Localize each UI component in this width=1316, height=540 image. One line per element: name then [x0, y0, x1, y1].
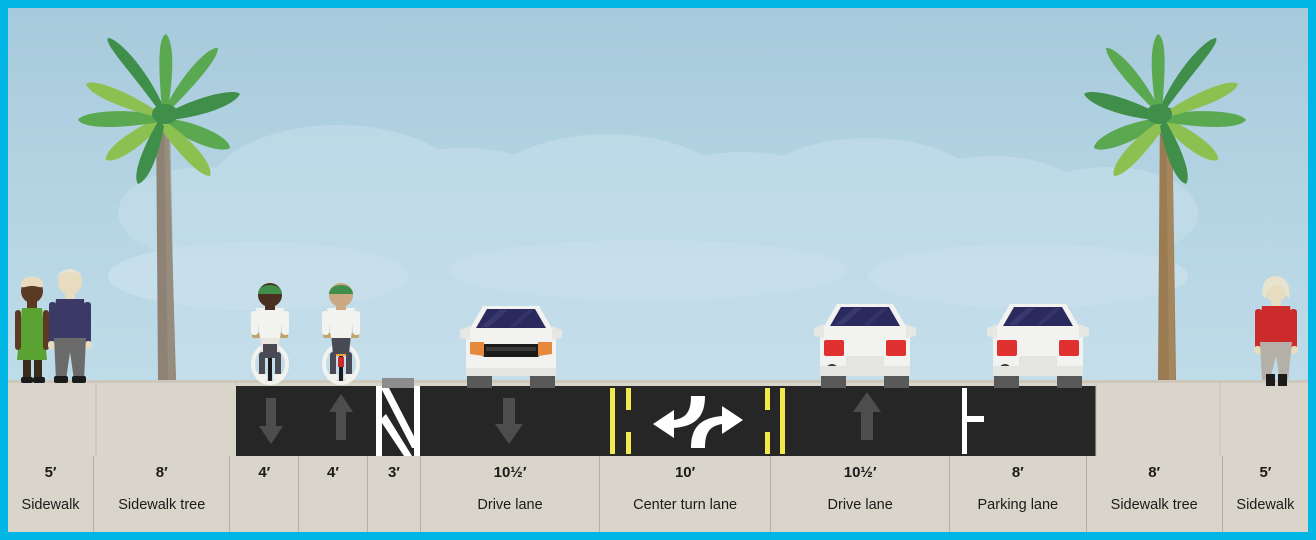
segment-label-sidewalk-right: 5′ Sidewalk — [1221, 456, 1308, 532]
segment-label-buffer: 3′ — [366, 456, 420, 532]
segment-name: Sidewalk tree — [1110, 497, 1198, 513]
segment-label-sidewalk-left: 5′ Sidewalk — [8, 456, 93, 532]
segment-width: 5′ — [44, 464, 57, 481]
scene-stage: 5′ Sidewalk 8′ Sidewalk tree 4′ 4′ 3′ 10… — [8, 8, 1308, 532]
segment-width: 10′ — [674, 464, 696, 481]
bike-lane-northbound — [329, 394, 353, 440]
dashed-yellow-line-left — [626, 388, 631, 410]
clouds — [108, 125, 1198, 380]
center-turn-lane — [610, 388, 785, 454]
pedestrian-right — [1254, 276, 1298, 386]
taillight-left — [824, 340, 844, 356]
segment-name: Center turn lane — [633, 497, 738, 513]
segment-width: 8′ — [1148, 464, 1161, 481]
solid-yellow-line-right — [780, 388, 785, 454]
parking-lane — [962, 388, 984, 454]
segment-label-bike-lane-northbound: 4′ — [298, 456, 367, 532]
pedestrian-navy-sweater — [48, 269, 92, 383]
cyclist-northbound — [322, 283, 360, 385]
segment-width: 8′ — [1011, 464, 1024, 481]
mirror-right — [552, 326, 562, 340]
palm-fronds-left — [78, 34, 240, 184]
curb-bollard — [382, 378, 414, 388]
taillight-right — [886, 340, 906, 356]
solid-yellow-line-left — [610, 388, 615, 454]
hair — [1262, 276, 1290, 298]
arrow-down-icon — [259, 398, 283, 444]
street-scene-illustration — [8, 8, 1308, 456]
sky — [8, 8, 1308, 380]
segment-name: Sidewalk — [1236, 497, 1295, 513]
bike-lane-southbound — [259, 398, 283, 444]
segment-label-sidewalk-tree-right: 8′ Sidewalk tree — [1085, 456, 1222, 532]
segment-label-bike-lane-southbound: 4′ — [229, 456, 298, 532]
car-rear-drive-lane — [814, 304, 916, 388]
license-plate — [846, 356, 884, 369]
segment-width: 3′ — [387, 464, 400, 481]
pedestrian-green-dress — [15, 276, 49, 383]
segment-width: 4′ — [327, 464, 339, 481]
segment-label-parking-lane: 8′ Parking lane — [949, 456, 1085, 532]
segment-dividers-upper — [95, 382, 1221, 456]
parking-stall-tee-marking — [962, 416, 984, 422]
segment-name: Parking lane — [977, 497, 1059, 513]
headlight-left — [470, 342, 484, 356]
cyclist-southbound — [251, 283, 289, 385]
segment-width: 10½′ — [843, 464, 877, 481]
headlight-right — [538, 342, 552, 356]
bike-taillight — [338, 357, 344, 367]
segment-width: 5′ — [1259, 464, 1272, 481]
palm-tree-right — [1084, 34, 1246, 380]
segment-label-center-turn-lane: 10′ Center turn lane — [599, 456, 770, 532]
segment-width: 8′ — [155, 464, 168, 481]
segment-label-sidewalk-tree-left: 8′ Sidewalk tree — [93, 456, 229, 532]
segment-width: 4′ — [258, 464, 271, 481]
dimension-label-strip: 5′ Sidewalk 8′ Sidewalk tree 4′ 4′ 3′ 10… — [8, 456, 1308, 532]
palm-tree-left — [78, 34, 240, 380]
dashed-yellow-line-right — [765, 388, 770, 410]
arrow-up-icon — [329, 394, 353, 440]
segment-name: Sidewalk tree — [118, 497, 206, 513]
segment-name: Drive lane — [477, 497, 543, 513]
palm-fronds-right — [1084, 34, 1246, 184]
car-front-drive-lane — [460, 306, 562, 388]
helmet — [258, 285, 282, 294]
segment-label-drive-lane-right: 10½′ Drive lane — [770, 456, 949, 532]
buffer-zone — [376, 378, 420, 456]
segment-width: 10½′ — [493, 464, 527, 481]
car-rear-parked — [987, 304, 1089, 388]
segment-name: Sidewalk — [21, 497, 80, 513]
mirror-left — [460, 326, 470, 340]
segment-name: Drive lane — [827, 497, 893, 513]
drive-lane-northbound-arrow — [853, 392, 881, 440]
two-way-left-turn-arrows-icon — [653, 396, 743, 448]
drive-lane-southbound-arrow — [495, 398, 523, 444]
segment-label-drive-lane-left: 10½′ Drive lane — [420, 456, 599, 532]
pedestrian-pair-left — [15, 269, 92, 383]
